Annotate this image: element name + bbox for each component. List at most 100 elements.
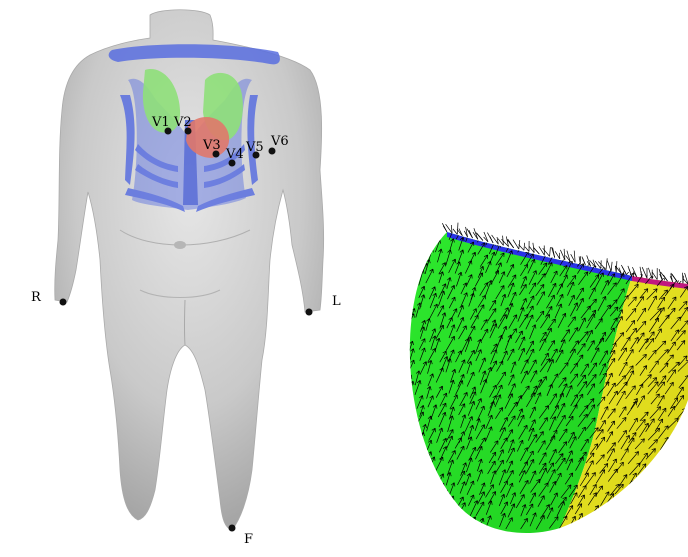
fiber-arrow: [408, 448, 414, 461]
fiber-arrow: [641, 243, 648, 253]
fiber-arrow: [677, 474, 687, 484]
fiber-arrow: [637, 252, 645, 265]
fiber-arrow: [470, 517, 476, 528]
fiber-arrow: [609, 505, 617, 519]
electrode-r: [60, 299, 67, 306]
base-fiber-tuft: [519, 245, 524, 251]
fiber-arrow: [410, 468, 415, 483]
fiber-arrow: [447, 513, 452, 527]
base-fiber-tuft: [652, 272, 657, 280]
fiber-arrow: [616, 515, 623, 527]
fiber-arrow: [539, 239, 548, 253]
label-f: F: [244, 532, 253, 547]
fiber-arrow: [628, 250, 636, 262]
fiber-arrow: [626, 241, 633, 253]
fiber-arrow: [641, 505, 651, 519]
fiber-arrow: [408, 230, 413, 242]
fiber-arrow: [679, 516, 688, 528]
fiber-arrow: [406, 375, 412, 387]
fiber-arrow: [577, 226, 584, 240]
fiber-arrow: [620, 504, 629, 518]
fiber-arrow: [669, 487, 677, 496]
base-fiber-tuft: [598, 262, 606, 270]
fiber-arrow: [619, 238, 627, 251]
label-l: L: [332, 294, 341, 309]
base-fiber-tuft: [508, 239, 514, 248]
fiber-arrow: [558, 242, 568, 255]
fiber-arrow: [669, 512, 678, 526]
fiber-arrow: [406, 258, 414, 272]
label-v1: V1: [151, 115, 170, 130]
fiber-arrow: [430, 506, 435, 518]
fiber-arrow: [428, 482, 434, 496]
base-fiber-tuft: [642, 267, 647, 278]
base-fiber-tuft: [539, 246, 545, 255]
fiber-arrow: [660, 461, 671, 473]
fiber-arrow: [660, 450, 668, 461]
fiber-arrow: [418, 491, 425, 506]
label-v4: V4: [225, 147, 244, 162]
fiber-arrow: [646, 497, 653, 508]
fiber-arrow: [578, 236, 587, 250]
fiber-arrow: [429, 229, 435, 241]
fiber-arrow: [568, 232, 575, 244]
base-fiber-tuft: [555, 251, 560, 259]
fiber-arrow: [428, 474, 434, 487]
fiber-arrow: [608, 228, 615, 239]
fiber-arrow: [408, 398, 413, 410]
fiber-arrow: [665, 228, 675, 240]
fiber-arrow: [407, 403, 412, 419]
body-mesh: [55, 10, 324, 530]
fiber-arrow: [436, 517, 442, 530]
fiber-arrow: [536, 227, 542, 240]
fiber-arrow: [637, 482, 645, 496]
base-fiber-tuft: [550, 247, 551, 256]
fiber-arrow: [529, 228, 537, 242]
fiber-arrow: [405, 412, 413, 427]
fiber-arrow: [545, 229, 553, 242]
fiber-arrow: [678, 438, 688, 451]
fiber-arrow: [655, 496, 665, 508]
base-fiber-tuft: [442, 223, 447, 232]
fiber-arrow: [678, 431, 685, 441]
fiber-arrow: [417, 250, 423, 261]
fiber-arrow: [446, 501, 452, 516]
fiber-arrow: [568, 244, 577, 256]
fiber-arrow: [625, 490, 633, 504]
fiber-arrow: [678, 253, 688, 265]
fiber-arrow: [415, 508, 419, 520]
fiber-arrow: [425, 519, 431, 531]
base-fiber-tuft: [490, 237, 493, 244]
fiber-arrow: [639, 233, 648, 242]
fiber-arrow: [408, 249, 414, 262]
fiber-arrow: [439, 490, 447, 505]
base-fiber-tuft: [640, 267, 642, 278]
fiber-arrow: [671, 495, 682, 507]
fiber-arrow: [666, 447, 676, 459]
fiber-arrow: [616, 229, 626, 241]
fiber-arrow: [648, 232, 657, 244]
fiber-arrow: [640, 516, 647, 527]
electrode-f: [229, 525, 236, 532]
base-fiber-tuft: [457, 223, 458, 235]
fiber-arrow: [608, 513, 617, 526]
fiber-arrow: [678, 454, 685, 464]
base-fiber-tuft: [453, 229, 457, 235]
base-fiber-tuft: [525, 247, 529, 252]
base-fiber-tuft: [611, 262, 612, 271]
base-fiber-tuft: [484, 232, 488, 242]
fiber-arrow: [657, 475, 666, 485]
fiber-arrow: [418, 239, 424, 255]
fiber-arrow: [657, 486, 667, 496]
label-v3: V3: [202, 138, 221, 153]
fiber-arrow: [407, 515, 415, 530]
electrode-l: [306, 309, 313, 316]
fiber-arrow: [408, 492, 414, 505]
fiber-arrow: [410, 463, 414, 475]
label-v2: V2: [173, 115, 192, 130]
fiber-arrow: [406, 277, 412, 289]
fiber-arrow: [409, 503, 414, 516]
fiber-arrow: [679, 235, 688, 244]
fiber-arrow: [415, 481, 422, 496]
